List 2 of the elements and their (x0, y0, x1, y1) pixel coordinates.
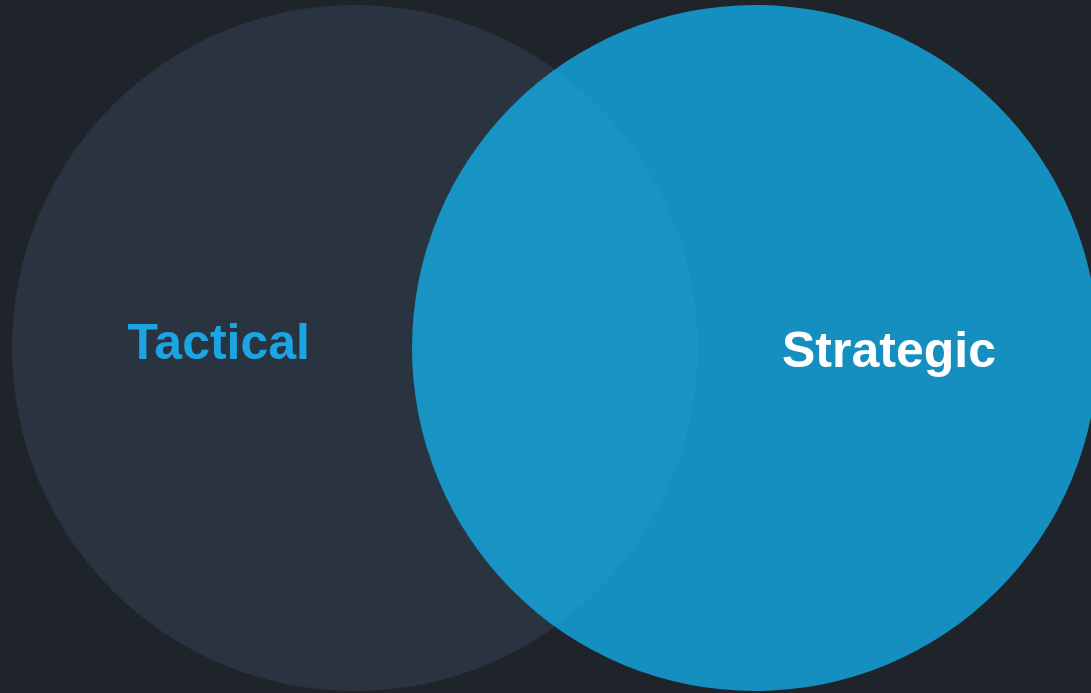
set-label: Tactical (127, 317, 310, 367)
set-label: Strategic (782, 325, 996, 375)
